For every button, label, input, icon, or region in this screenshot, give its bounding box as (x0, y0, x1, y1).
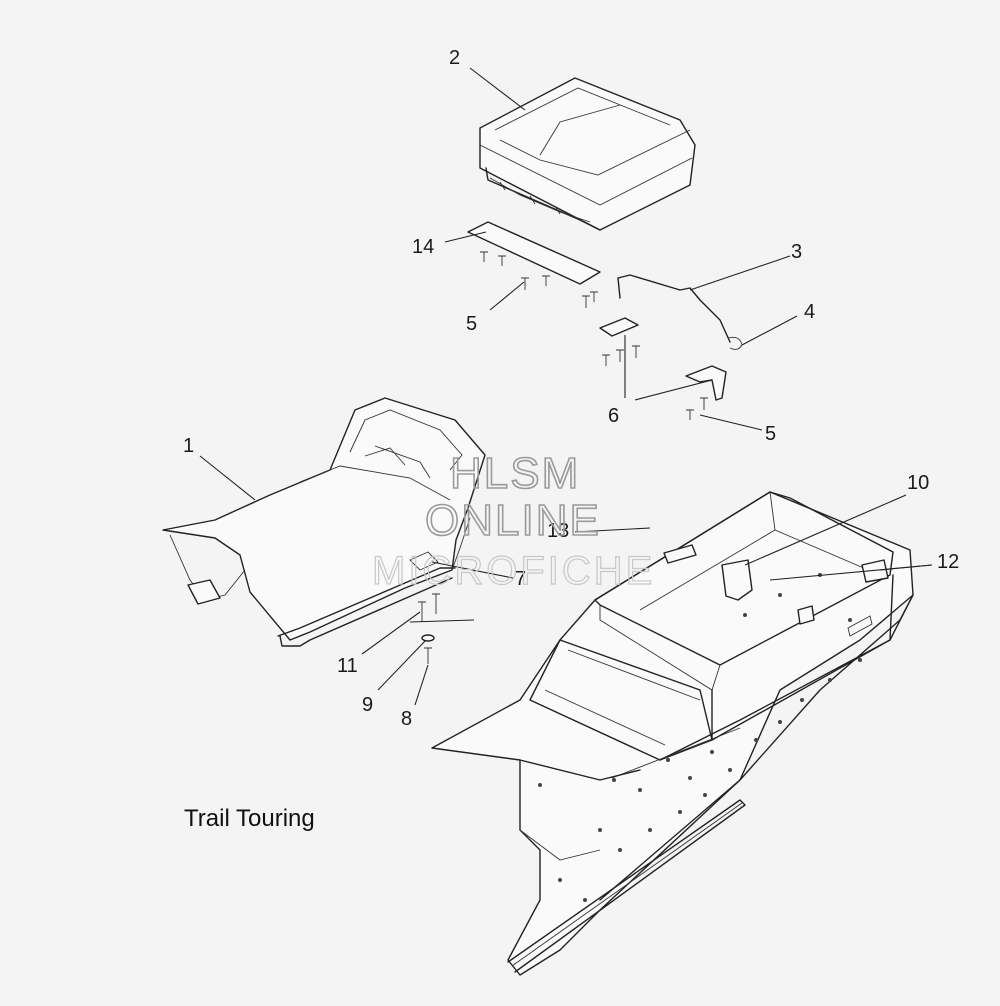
hinge-brackets (599, 317, 727, 420)
mounting-plate (467, 221, 601, 308)
watermark: HLSM ONLINE MICROFICHE (371, 448, 655, 593)
callout-12: 10 (907, 472, 929, 494)
callout-3: 3 (791, 241, 802, 263)
callout-6: 6 (608, 405, 619, 427)
chassis-tunnel (431, 491, 914, 976)
backrest-cushion (479, 77, 696, 231)
callout-1: 1 (183, 435, 194, 457)
callout-13: 13 (547, 520, 569, 542)
watermark-line-2: ONLINE (425, 496, 601, 545)
callout-8: 8 (401, 708, 412, 730)
callout-labels: 2 14 3 4 5 6 5 1 10 13 12 7 11 9 8 (183, 47, 959, 730)
callout-11: 12 (937, 551, 959, 573)
callout-9: 9 (362, 694, 373, 716)
latch-rod (617, 274, 743, 350)
callout-5-lower: 5 (765, 423, 776, 445)
diagram-caption: Trail Touring (184, 805, 315, 832)
callout-4: 4 (804, 301, 815, 323)
watermark-line-3: MICROFICHE (372, 549, 655, 593)
callout-10: 11 (337, 655, 358, 677)
callout-7: 7 (515, 568, 526, 590)
watermark-line-1: HLSM (450, 449, 580, 498)
leader-lines (199, 67, 933, 706)
callout-5-upper: 5 (466, 313, 477, 335)
main-seat (162, 397, 486, 647)
callout-2: 2 (449, 47, 460, 69)
hardware-stack (418, 593, 440, 664)
callout-14: 14 (412, 236, 434, 258)
